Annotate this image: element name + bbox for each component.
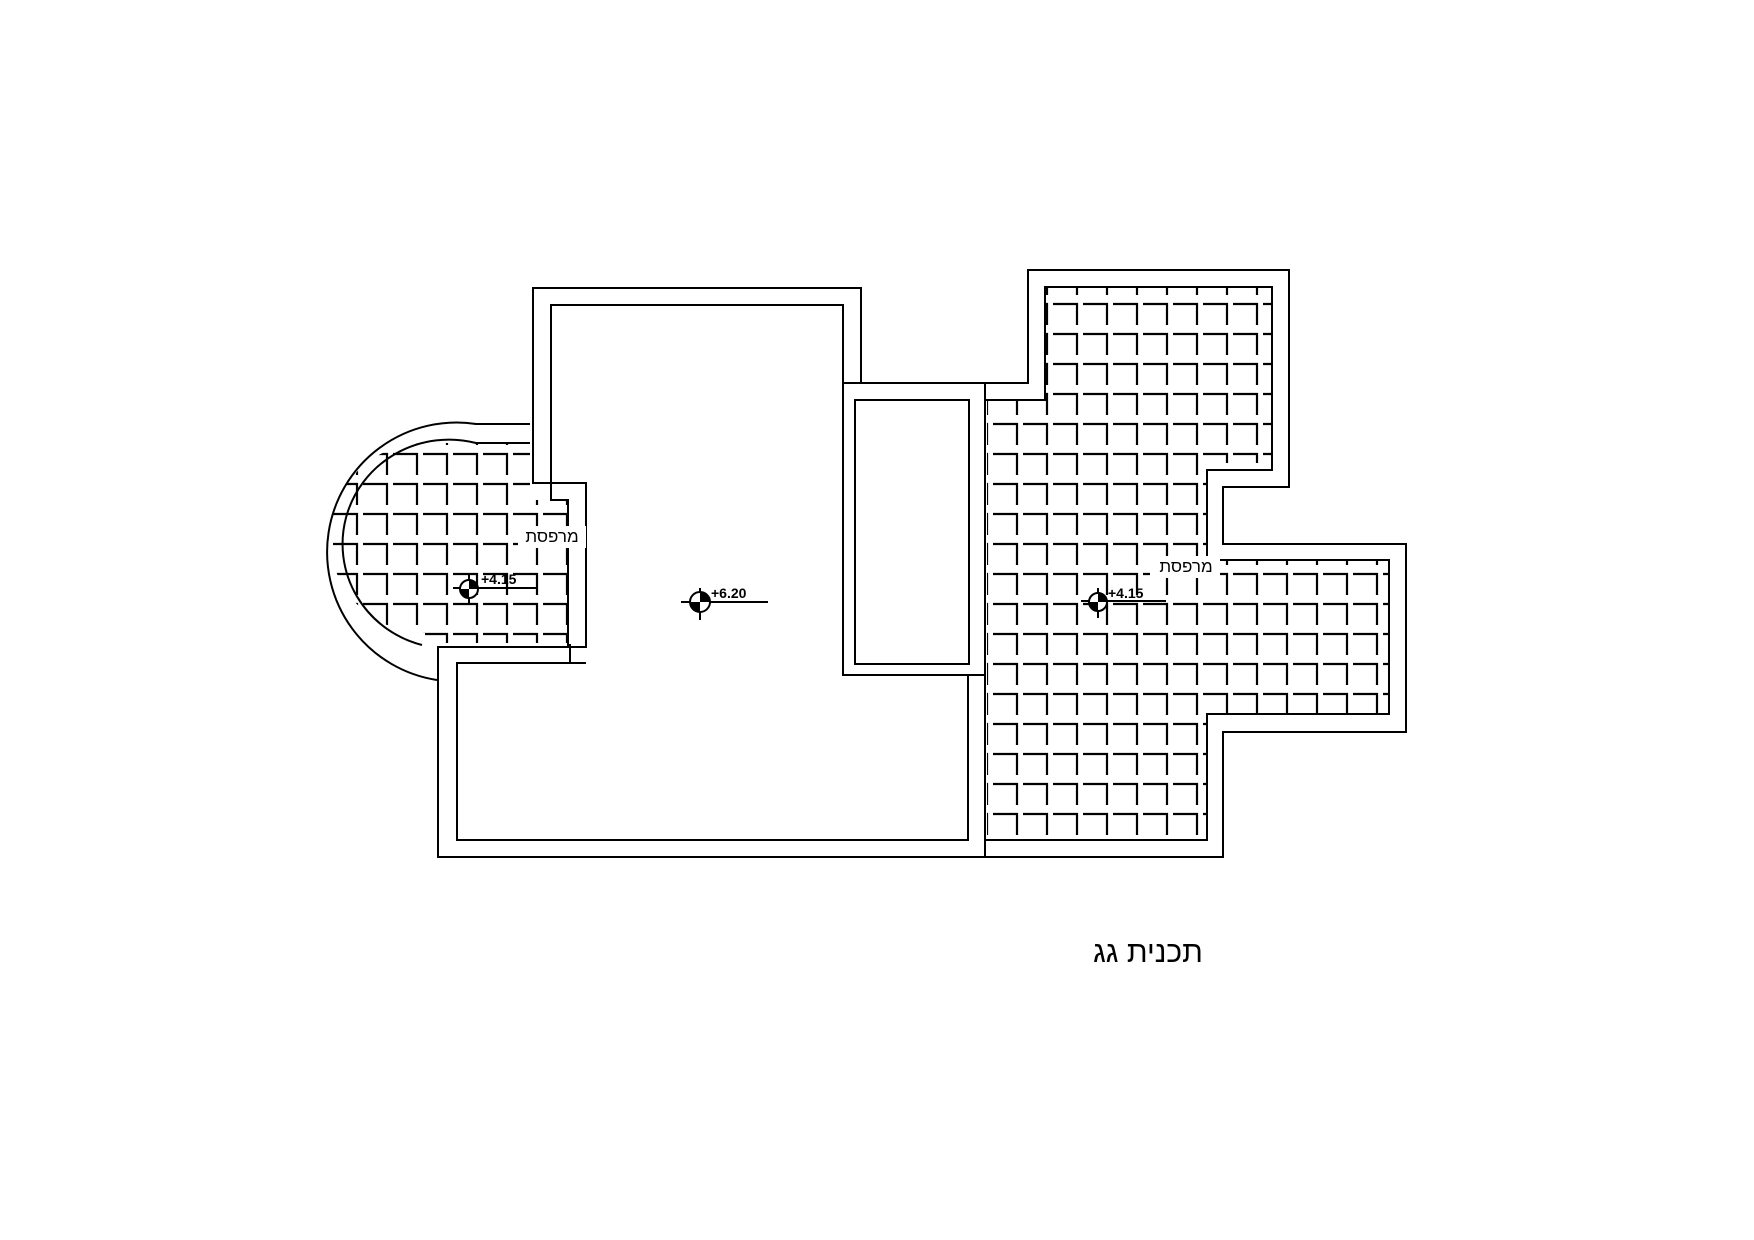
- stair-shaft-inner: [854, 399, 970, 665]
- level-marker-main: +6.20: [681, 585, 768, 620]
- stair-shaft-outer: [842, 382, 986, 676]
- main-roof: [437, 287, 986, 858]
- east-balcony-outer-wall: [985, 269, 1407, 858]
- level-label-west: +4.15: [481, 571, 517, 587]
- east-balcony-inner-wall: [985, 286, 1390, 841]
- level-marker-east: +4.15: [1081, 585, 1166, 618]
- room-label-west-balcony: מרפסת: [525, 527, 578, 546]
- room-label-east-balcony: מרפסת: [1159, 557, 1212, 576]
- west-balcony-outer-arc: [326, 421, 530, 681]
- level-label-east: +4.15: [1108, 585, 1144, 601]
- west-balcony-inner-arc: [341, 438, 530, 646]
- west-balcony: [326, 421, 568, 681]
- level-marker-west: +4.15: [453, 571, 538, 603]
- level-label-main: +6.20: [711, 585, 747, 601]
- drawing-title: תכנית גג: [1093, 936, 1203, 969]
- main-roof-outer-wall: [437, 287, 986, 858]
- west-balcony-tiles: [330, 443, 568, 643]
